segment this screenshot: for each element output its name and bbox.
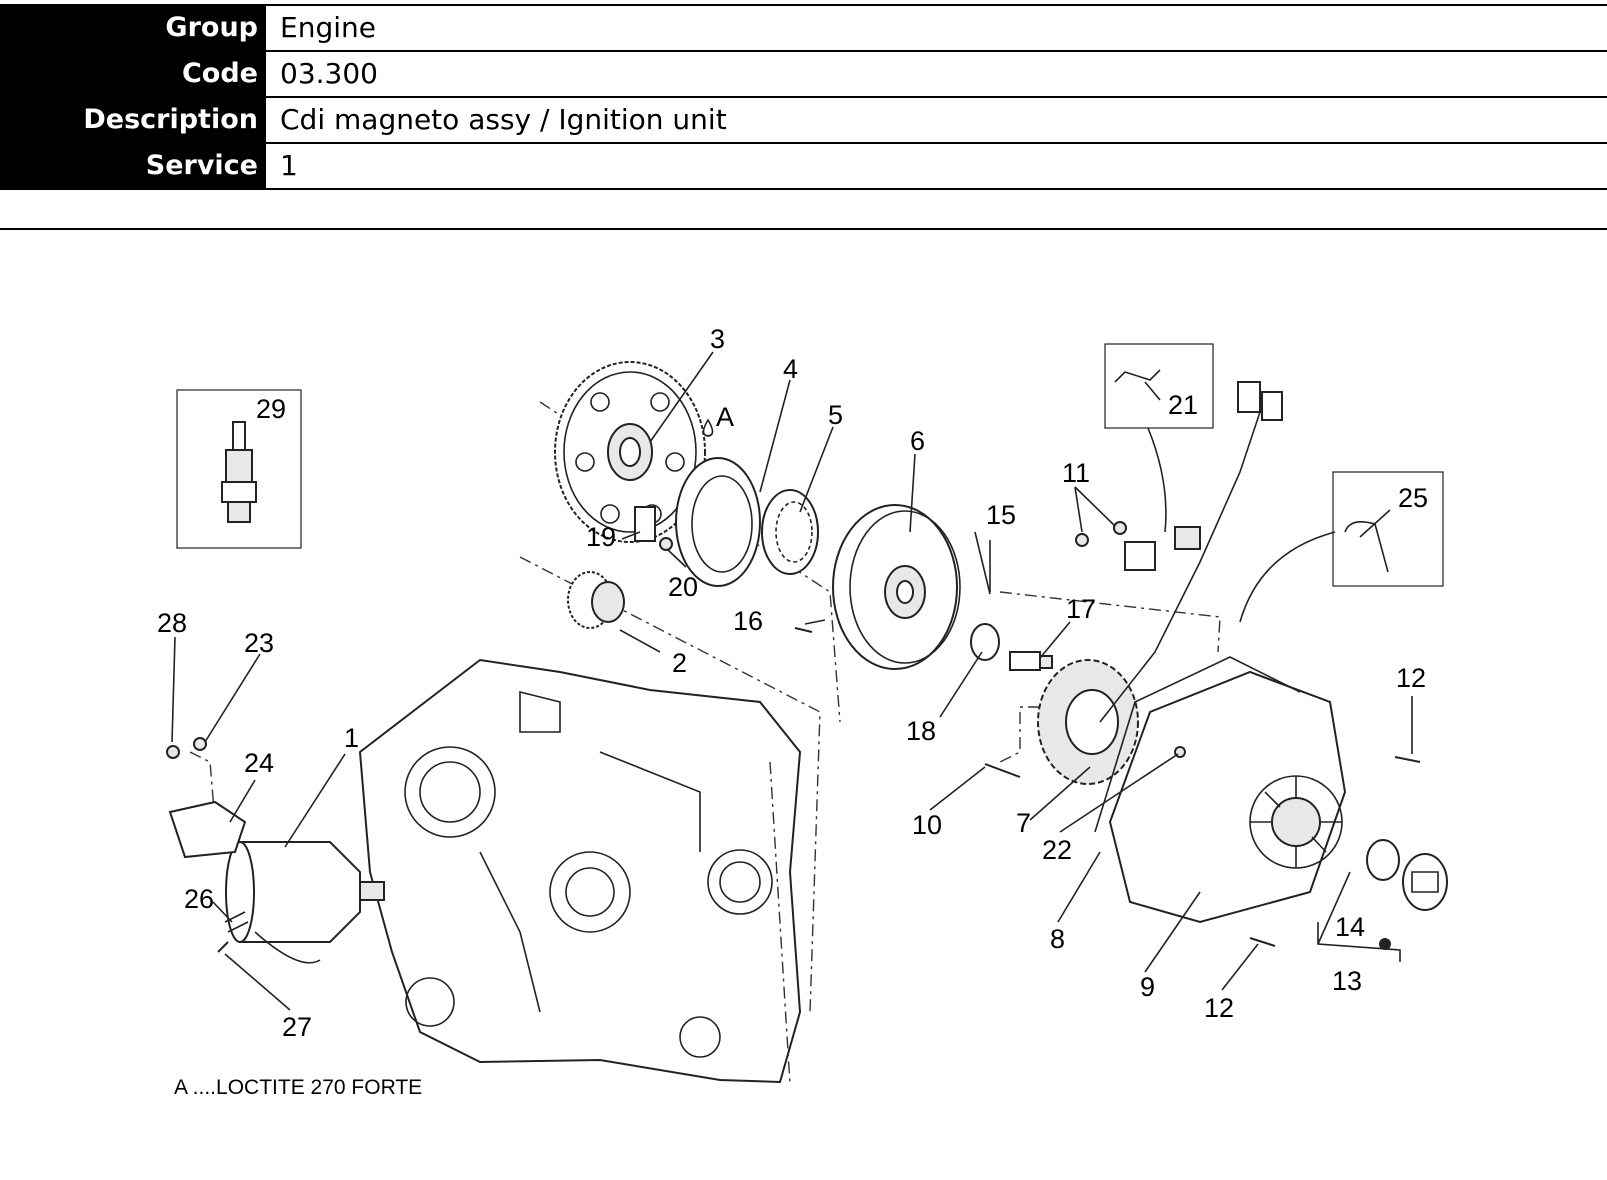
loctite-note: A ....LOCTITE 270 FORTE [174, 1076, 422, 1099]
section-divider [0, 228, 1607, 230]
screw-10 [984, 763, 1021, 778]
starter-gear-3 [554, 361, 706, 543]
flange-24 [168, 800, 247, 859]
callout-11: 11 [1062, 458, 1090, 488]
callout-28: 28 [157, 608, 187, 638]
stator-7 [1037, 659, 1139, 785]
cap-13 [1379, 853, 1448, 950]
droplet-icon [702, 418, 714, 437]
callout-7: 7 [1016, 808, 1031, 838]
idler-gear-2 [567, 571, 625, 629]
screw-28 [166, 745, 180, 759]
callout-25: 25 [1398, 483, 1428, 513]
callout-13: 13 [1332, 966, 1362, 996]
annotation-mark-a: A [716, 402, 734, 432]
callout-18: 18 [906, 716, 936, 746]
callout-22: 22 [1042, 835, 1072, 865]
info-label: Service [0, 144, 270, 188]
callout-23: 23 [244, 628, 274, 658]
info-value: 1 [280, 149, 298, 182]
screw-15 [974, 531, 991, 595]
callout-19: 19 [586, 522, 616, 552]
callout-21: 21 [1168, 390, 1198, 420]
gasket-8 [1094, 656, 1301, 833]
washer-26 [224, 911, 249, 933]
spark-plug-inset [176, 389, 302, 549]
callout-5: 5 [828, 400, 843, 430]
callout-2: 2 [672, 648, 687, 678]
wiring-harness [1099, 381, 1283, 723]
info-row-group: Group Engine [0, 4, 1607, 52]
callout-14: 14 [1335, 912, 1365, 942]
callout-29: 29 [256, 394, 286, 424]
info-label: Group [0, 6, 270, 50]
generator-cover-9 [1108, 670, 1347, 924]
callout-6: 6 [910, 426, 925, 456]
leader-lines [171, 351, 1413, 1011]
info-value: 03.300 [280, 57, 378, 90]
freewheel-bearing-5 [761, 489, 819, 575]
washer-18 [970, 623, 1000, 661]
screw-12-top [1394, 756, 1421, 763]
callout-16: 16 [733, 606, 763, 636]
crankcase-housing [358, 658, 802, 1084]
bracket-19 [634, 506, 656, 542]
ring-4 [675, 457, 761, 587]
info-value: Cdi magneto assy / Ignition unit [280, 103, 727, 136]
pickup-sensor [1075, 521, 1156, 571]
callout-15: 15 [986, 500, 1016, 530]
callout-4: 4 [783, 354, 798, 384]
bracket-inset-21 [1104, 343, 1214, 533]
callout-27: 27 [282, 1012, 312, 1042]
info-label: Description [0, 98, 270, 142]
screw-23 [193, 737, 207, 751]
nut-27 [217, 941, 229, 953]
flywheel-6 [832, 504, 961, 670]
info-row-code: Code 03.300 [0, 52, 1607, 98]
info-row-description: Description Cdi magneto assy / Ignition … [0, 98, 1607, 144]
info-row-service: Service 1 [0, 144, 1607, 190]
callout-26: 26 [184, 884, 214, 914]
callout-3: 3 [710, 324, 725, 354]
flywheel-bolt-17 [1009, 651, 1053, 671]
callout-24: 24 [244, 748, 274, 778]
callout-8: 8 [1050, 924, 1065, 954]
starter-motor-1 [225, 841, 385, 964]
info-table: Group Engine Code 03.300 Description Cdi… [0, 4, 1607, 190]
callout-10: 10 [912, 810, 942, 840]
callout-1: 1 [344, 723, 359, 753]
callout-9: 9 [1140, 972, 1155, 1002]
exploded-parts-diagram: 1 2 3 4 5 6 7 8 9 10 11 12 12 13 14 15 1… [0, 232, 1607, 1180]
screw-20 [659, 537, 673, 551]
callout-12-top: 12 [1396, 663, 1426, 693]
key-16 [794, 627, 813, 633]
info-label: Code [0, 52, 270, 96]
callout-20: 20 [668, 572, 698, 602]
callout-17: 17 [1066, 594, 1096, 624]
callout-12-bottom: 12 [1204, 993, 1234, 1023]
screw-12-bottom [1249, 937, 1276, 947]
info-value: Engine [280, 11, 376, 44]
plug-14 [1366, 839, 1400, 881]
